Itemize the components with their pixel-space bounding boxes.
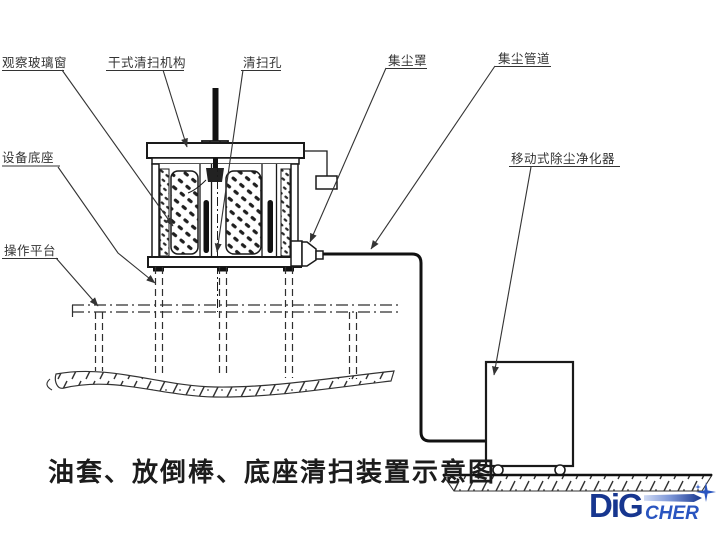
- oil-sleeve-left: [170, 170, 199, 255]
- slot-bar-left: [203, 200, 209, 253]
- mobile-purifier: [484, 360, 575, 476]
- leader-obs-window: [61, 69, 174, 227]
- leader-dust-pipe: [370, 65, 496, 250]
- top-plate-upper: [146, 142, 305, 159]
- liner-strip-right: [280, 168, 291, 257]
- operating-platform: [71, 267, 400, 379]
- slot-bar-right: [267, 200, 273, 253]
- leader-platform: [55, 257, 99, 307]
- label-clean-hole: 清扫孔: [243, 56, 282, 70]
- foot-nub: [283, 267, 294, 272]
- diagram-caption: 油套、放倒棒、底座清扫装置示意图: [48, 457, 496, 487]
- foot-nub: [217, 267, 228, 272]
- ground-left: [46, 370, 395, 398]
- logo-text-cher: CHER: [645, 503, 699, 524]
- logo-pen-bar: [644, 494, 702, 502]
- pendant-box: [315, 175, 338, 190]
- head-shaft: [213, 158, 218, 168]
- drive-rod: [212, 88, 219, 144]
- chamber-left-wall: [151, 163, 160, 259]
- top-plate-lower: [151, 157, 300, 165]
- cleaning-head: [206, 168, 224, 182]
- suction-nozzle: [290, 240, 324, 267]
- platform-leg: [94, 267, 358, 379]
- leader-dry-mech: [162, 69, 188, 148]
- head-cable: [187, 179, 207, 194]
- liner-strip-left: [159, 168, 170, 257]
- label-equip-base: 设备底座: [2, 150, 54, 165]
- leader-dust-hood: [309, 67, 387, 243]
- ground-left-curl: [46, 378, 53, 391]
- digcher-logo: DiG CHER: [589, 482, 717, 537]
- label-obs-window: 观察玻璃窗: [2, 56, 67, 70]
- leader-purifier: [492, 166, 532, 376]
- foot-nub: [153, 267, 164, 272]
- label-purifier: 移动式除尘净化器: [511, 151, 615, 166]
- label-platform: 操作平台: [4, 243, 56, 258]
- purifier-wheel-right: [554, 464, 566, 476]
- bottom-plate: [147, 256, 302, 268]
- cleaning-machine: [146, 88, 338, 312]
- logo-sparkle-icon: [695, 482, 716, 502]
- suction-hose: [323, 252, 486, 443]
- leader-clean-hole: [214, 69, 244, 253]
- label-dust-pipe: 集尘管道: [498, 51, 550, 66]
- leader-equip-base: [57, 166, 156, 284]
- pendant-line: [304, 150, 328, 176]
- oil-sleeve-right: [225, 170, 262, 255]
- leader-lines: [55, 65, 532, 376]
- part-labels: 观察玻璃窗 干式清扫机构 清扫孔 集尘罩 集尘管道 设备底座 操作平台 移动式除…: [2, 51, 620, 259]
- label-dust-hood: 集尘罩: [388, 53, 427, 68]
- label-dry-mech: 干式清扫机构: [108, 55, 186, 70]
- logo-text-dig: DiG: [589, 487, 644, 524]
